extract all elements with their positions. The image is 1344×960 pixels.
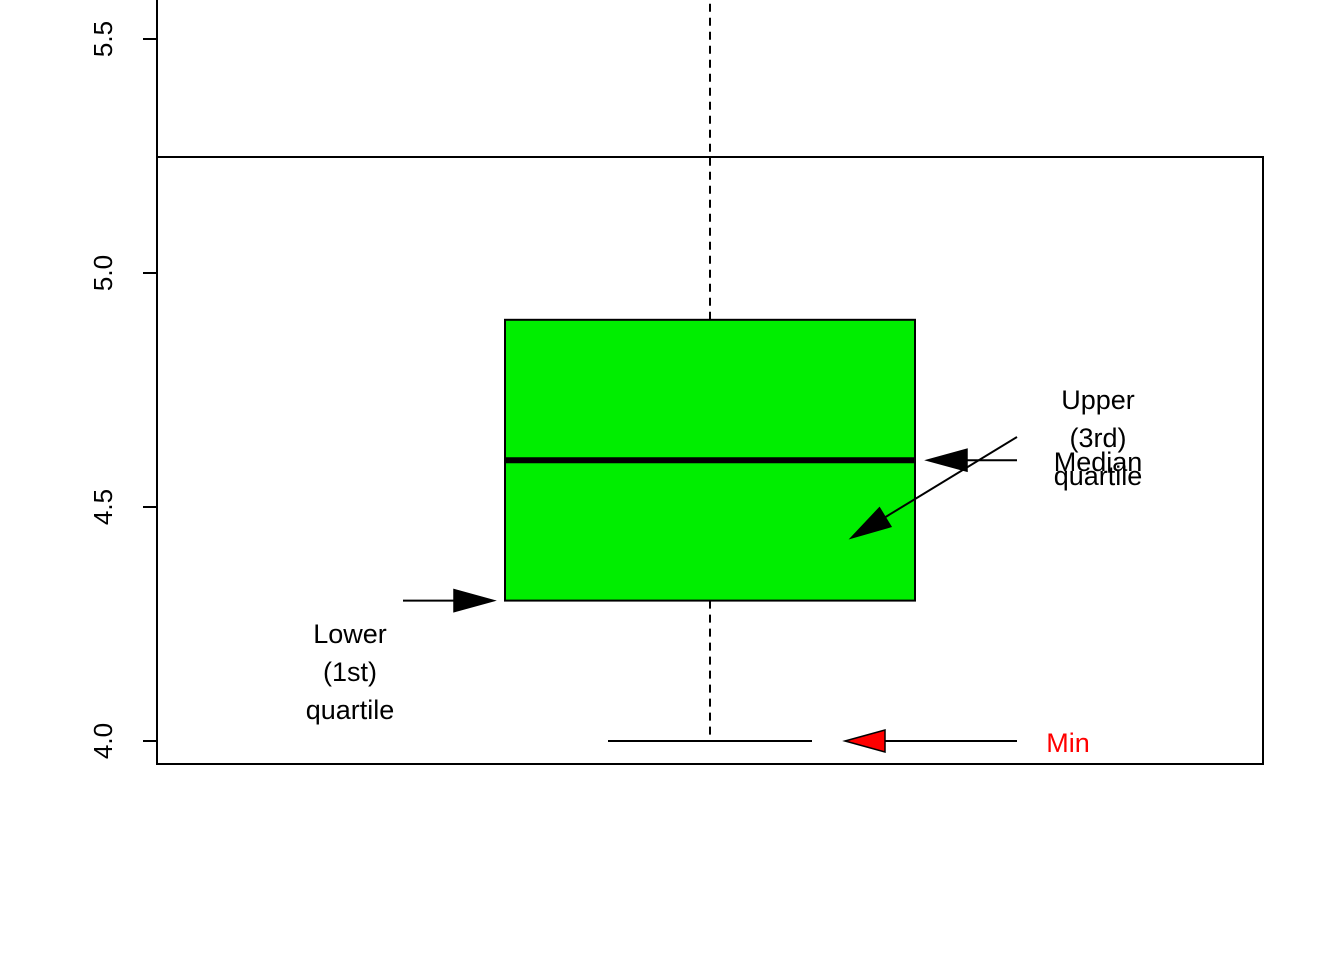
- median-label: Median: [1054, 447, 1143, 477]
- y-axis: 4.04.55.05.56.0: [88, 0, 158, 759]
- y-tick-label: 5.5: [88, 21, 118, 57]
- lower-quartile-label-line: (1st): [323, 657, 377, 687]
- upper-quartile-arrow: [848, 436, 1018, 540]
- median-arrow: [924, 448, 1017, 473]
- upper-quartile-arrow-shaft: [884, 436, 1018, 519]
- upper-quartile-label-line: (3rd): [1069, 423, 1126, 453]
- min-arrow-head: [842, 729, 886, 753]
- box-layer: [504, 0, 916, 742]
- upper-quartile-label: Upper (3rd) quartile: [1054, 385, 1143, 491]
- annotation-layer: OutliersMaxUpper(3rd)quartileMedianLower…: [306, 385, 1143, 758]
- upper-quartile-label-line: Upper: [1061, 385, 1135, 415]
- lower-quartile-arrow: [403, 588, 497, 613]
- lower-quartile-label: Lower (1st) quartile: [306, 619, 395, 725]
- median-arrow-head: [924, 448, 968, 473]
- upper-quartile-label-line: quartile: [1054, 461, 1143, 491]
- y-tick-label: 4.0: [88, 723, 118, 759]
- y-tick-label: 5.0: [88, 255, 118, 291]
- lower-quartile-label-line: quartile: [306, 695, 395, 725]
- min-arrow: [842, 729, 1017, 753]
- median-label-line: Median: [1054, 447, 1143, 477]
- min-label-line: Min: [1046, 728, 1090, 758]
- lower-quartile-label-line: Lower: [313, 619, 387, 649]
- lower-quartile-arrow-head: [453, 588, 497, 613]
- upper-quartile-arrow-head: [848, 506, 893, 540]
- y-tick-label: 4.5: [88, 489, 118, 525]
- min-label: Min: [1046, 728, 1090, 758]
